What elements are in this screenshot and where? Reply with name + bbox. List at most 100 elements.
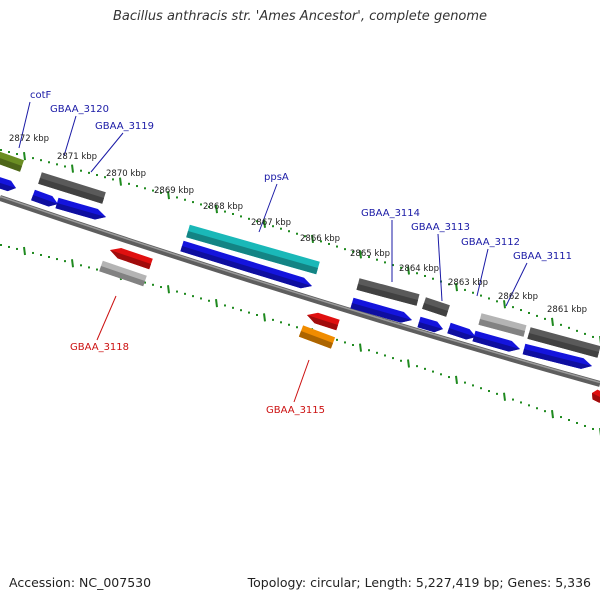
- minor-tick: [400, 359, 402, 362]
- feature-ppsa[interactable]: [186, 224, 320, 275]
- minor-tick: [384, 354, 386, 357]
- feature-gbaa3112-cds2[interactable]: [472, 330, 521, 352]
- minor-tick: [584, 332, 586, 335]
- gene-label[interactable]: GBAA_3118: [70, 342, 129, 353]
- gene-label[interactable]: GBAA_3120: [50, 104, 109, 115]
- minor-tick: [592, 427, 594, 430]
- minor-tick: [144, 281, 146, 284]
- major-tick: [215, 298, 218, 308]
- feature-cotf-cds[interactable]: [0, 176, 16, 192]
- minor-tick: [304, 235, 306, 238]
- minor-tick: [200, 297, 202, 300]
- feature-gbaa3114-cds[interactable]: [350, 297, 413, 323]
- leader-line: [258, 183, 278, 233]
- feature-cotf[interactable]: [0, 150, 24, 172]
- kbp-label: 2863 kbp: [448, 278, 488, 288]
- feature-gbaa3111-cds[interactable]: [522, 343, 592, 369]
- major-tick: [407, 266, 410, 275]
- gene-label[interactable]: ppsA: [264, 172, 289, 183]
- major-tick: [503, 392, 506, 401]
- minor-tick: [336, 245, 338, 248]
- feature-gbaa3115-cds[interactable]: [307, 312, 340, 331]
- leader-line: [18, 101, 31, 149]
- minor-tick: [16, 247, 18, 250]
- genome-backbone: [0, 195, 600, 387]
- minor-tick: [64, 260, 66, 263]
- feature-gbaa3111-shade: [527, 333, 599, 358]
- minor-tick: [528, 404, 530, 407]
- feature-gbaa3111-cds-shade: [522, 349, 592, 369]
- feature-gbaa3111[interactable]: [527, 327, 600, 358]
- minor-tick: [384, 261, 386, 264]
- minor-tick: [568, 419, 570, 422]
- minor-tick: [224, 210, 226, 213]
- feature-gbaa3115-shade: [298, 331, 333, 349]
- feature-gbaa3118[interactable]: [99, 260, 147, 287]
- leader-line: [505, 262, 528, 307]
- feature-gbaa3112[interactable]: [478, 313, 527, 337]
- minor-tick: [432, 277, 434, 280]
- feature-ppsa-shade: [186, 231, 318, 275]
- feature-gbaa3113-cds[interactable]: [417, 316, 444, 333]
- feature-gbaa3113[interactable]: [422, 297, 450, 317]
- minor-tick: [232, 306, 234, 309]
- feature-gbaa3114-cds-shade: [350, 303, 412, 323]
- minor-tick: [48, 256, 50, 259]
- major-tick: [263, 313, 266, 322]
- minor-tick: [288, 230, 290, 233]
- major-tick: [359, 250, 362, 259]
- gene-label[interactable]: GBAA_3112: [461, 237, 520, 248]
- gene-label[interactable]: cotF: [30, 90, 52, 101]
- minor-tick: [272, 318, 274, 321]
- minor-tick: [440, 373, 442, 376]
- feature-gbaa3114[interactable]: [356, 278, 420, 306]
- minor-tick: [200, 203, 202, 206]
- minor-tick: [256, 220, 258, 223]
- minor-tick: [344, 341, 346, 344]
- minor-tick: [256, 314, 258, 317]
- feature-gbaa3120[interactable]: [38, 172, 106, 204]
- feature-gbaa3115-cds-shade: [307, 315, 338, 331]
- minor-tick: [112, 178, 114, 181]
- feature-gbaa3120-cds[interactable]: [31, 189, 58, 207]
- minor-tick: [160, 191, 162, 194]
- major-tick: [359, 343, 362, 352]
- minor-tick: [352, 344, 354, 347]
- gene-label[interactable]: GBAA_3113: [411, 222, 470, 233]
- kbp-label: 2868 kbp: [203, 202, 243, 212]
- gene-label[interactable]: GBAA_3111: [513, 251, 572, 262]
- minor-tick: [568, 326, 570, 329]
- minor-tick: [88, 266, 90, 269]
- minor-tick: [8, 245, 10, 248]
- minor-tick: [400, 266, 402, 269]
- minor-tick: [416, 272, 418, 275]
- minor-tick: [152, 189, 154, 192]
- minor-tick: [280, 321, 282, 324]
- minor-tick: [64, 165, 66, 168]
- minor-tick: [496, 300, 498, 303]
- feature-ppsa-cds-shade: [180, 246, 312, 289]
- minor-tick: [40, 159, 42, 162]
- gene-label[interactable]: GBAA_3114: [361, 208, 420, 219]
- major-tick: [407, 359, 410, 368]
- feature-edge-reverse[interactable]: [592, 389, 600, 403]
- feature-gbaa3118-cds[interactable]: [110, 248, 153, 270]
- gene-label[interactable]: GBAA_3115: [266, 405, 325, 416]
- feature-ppsa-cds[interactable]: [180, 240, 312, 289]
- tick-layer: [0, 149, 600, 437]
- minor-tick: [152, 283, 154, 286]
- minor-tick: [496, 392, 498, 395]
- minor-tick: [224, 304, 226, 307]
- minor-tick: [248, 311, 250, 314]
- major-tick: [503, 300, 506, 309]
- minor-tick: [96, 268, 98, 271]
- gene-label[interactable]: GBAA_3119: [95, 121, 154, 132]
- feature-gbaa3119-cds[interactable]: [55, 197, 107, 220]
- leader-line: [63, 115, 77, 157]
- feature-gbaa3114-shade: [356, 284, 418, 306]
- feature-gbaa3115[interactable]: [298, 325, 336, 349]
- feature-gbaa3120-cds-shade: [31, 195, 58, 207]
- feature-gbaa3112-cds[interactable]: [447, 322, 476, 340]
